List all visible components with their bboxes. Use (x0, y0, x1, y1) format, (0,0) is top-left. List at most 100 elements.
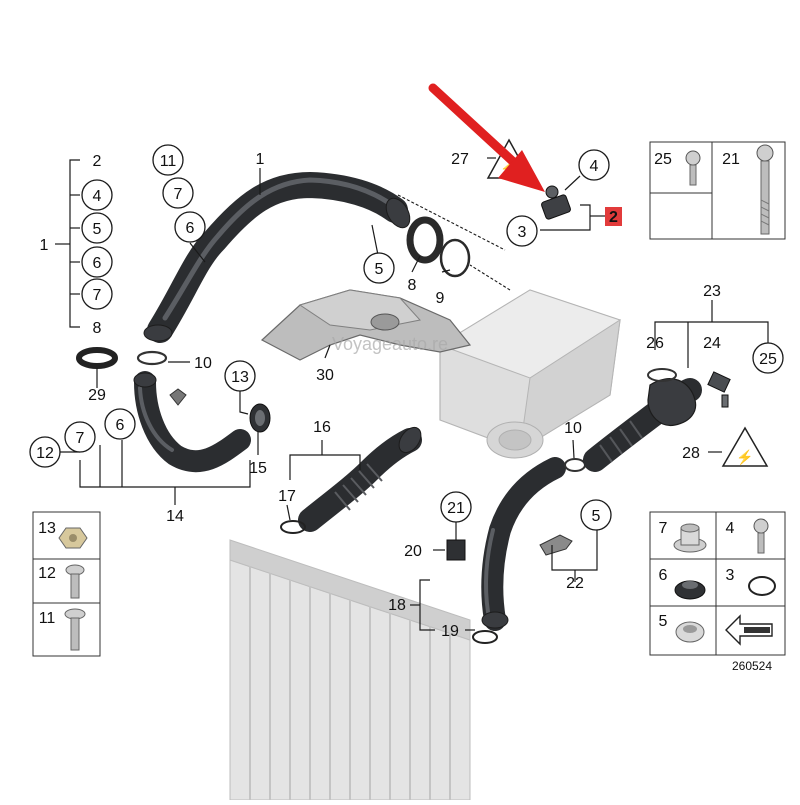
label-8-left: 8 (93, 320, 102, 337)
warning-triangle-28: ⚡ (721, 426, 769, 467)
svg-text:12: 12 (36, 445, 54, 462)
label-4-left: 4 (81, 179, 113, 211)
svg-text:6: 6 (186, 220, 195, 237)
label-7-top: 7 (162, 177, 194, 209)
clip-13 (169, 388, 187, 406)
svg-text:1: 1 (40, 237, 49, 254)
label-1-top: 1 (256, 151, 265, 168)
svg-text:4: 4 (93, 188, 102, 205)
svg-text:28: 28 (682, 445, 700, 462)
svg-text:4: 4 (590, 158, 599, 175)
svg-text:2: 2 (609, 209, 618, 226)
o-ring-17 (280, 520, 306, 534)
label-22: 22 (566, 575, 584, 592)
highlight-arrow (428, 83, 545, 192)
svg-text:17: 17 (278, 488, 296, 505)
label-24: 24 (703, 335, 721, 352)
svg-text:12: 12 (38, 565, 56, 582)
label-14: 14 (166, 508, 184, 525)
svg-text:25: 25 (759, 351, 777, 368)
svg-text:3: 3 (518, 224, 527, 241)
watermark: Voyageauto.re (332, 334, 448, 354)
svg-text:16: 16 (313, 419, 331, 436)
svg-text:5: 5 (93, 221, 102, 238)
label-6-left-bottom: 6 (104, 408, 136, 440)
grommet-5-icon (675, 621, 705, 643)
label-30: 30 (316, 367, 334, 384)
label-29: 29 (88, 387, 106, 404)
svg-text:5: 5 (375, 261, 384, 278)
leader-lines (55, 157, 769, 631)
fastener-box-13-12-11: 13 12 11 (32, 511, 101, 657)
label-9-top: 9 (436, 290, 445, 307)
svg-text:27: 27 (451, 151, 469, 168)
label-2-left: 2 (93, 153, 102, 170)
intercooler (229, 539, 471, 801)
resonator-bracket (260, 289, 472, 361)
svg-text:29: 29 (88, 387, 106, 404)
label-1-left: 1 (40, 237, 49, 254)
clamp-10-left (136, 350, 168, 366)
svg-text:25: 25 (654, 151, 672, 168)
svg-text:6: 6 (659, 567, 668, 584)
svg-text:3: 3 (726, 567, 735, 584)
label-2-highlight: 2 (605, 207, 622, 226)
svg-text:19: 19 (441, 623, 459, 640)
svg-text:7: 7 (93, 287, 102, 304)
label-26: 26 (646, 335, 664, 352)
screw-4-icon (753, 518, 769, 554)
clamp-8 (406, 216, 444, 264)
svg-text:8: 8 (93, 320, 102, 337)
rubber-mount-20 (446, 539, 466, 561)
sensor-2 (541, 185, 571, 220)
label-5-top: 5 (363, 252, 395, 284)
svg-text:21: 21 (722, 151, 740, 168)
label-28: 28 (682, 445, 700, 462)
svg-text:23: 23 (703, 283, 721, 300)
svg-text:4: 4 (726, 520, 735, 537)
seal-ring-9 (439, 238, 471, 278)
seal-29 (76, 347, 118, 369)
svg-text:9: 9 (436, 290, 445, 307)
bolt-11-icon (64, 608, 86, 651)
charge-pipe-16 (298, 426, 422, 532)
grommet-6-icon (674, 580, 706, 600)
bolt-12-icon (65, 564, 85, 599)
label-8-top: 8 (408, 277, 417, 294)
label-16: 16 (313, 419, 331, 436)
label-20: 20 (404, 543, 422, 560)
arrow-sign-icon (718, 610, 782, 650)
label-5-left: 5 (81, 212, 113, 244)
o-ring-19 (472, 630, 498, 644)
label-11-top: 11 (152, 144, 184, 176)
sensor-24 (707, 371, 731, 408)
svg-text:21: 21 (447, 500, 465, 517)
ring-3-icon (748, 576, 776, 596)
svg-text:20: 20 (404, 543, 422, 560)
svg-text:5: 5 (659, 613, 668, 630)
svg-text:7: 7 (174, 186, 183, 203)
label-6-top: 6 (174, 211, 206, 243)
screw-25-icon (685, 150, 701, 186)
label-13: 13 (224, 360, 256, 392)
clamp-10-right (564, 458, 586, 472)
svg-text:6: 6 (116, 417, 125, 434)
label-21: 21 (440, 491, 472, 523)
svg-text:2: 2 (93, 153, 102, 170)
bracket-22 (539, 534, 573, 556)
svg-text:15: 15 (249, 460, 267, 477)
label-17: 17 (278, 488, 296, 505)
svg-text:26: 26 (646, 335, 664, 352)
grommet-7-icon (673, 523, 707, 553)
air-filter-housing (438, 264, 622, 459)
charge-pipe-18 (481, 457, 566, 631)
label-7-left: 7 (81, 278, 113, 310)
svg-text:5: 5 (592, 508, 601, 525)
label-18: 18 (388, 597, 406, 614)
charge-pipe-14 (133, 371, 251, 473)
svg-text:13: 13 (38, 520, 56, 537)
label-4-top: 4 (578, 149, 610, 181)
reference-number: 260524 (732, 659, 772, 673)
label-10-left: 10 (194, 355, 212, 372)
